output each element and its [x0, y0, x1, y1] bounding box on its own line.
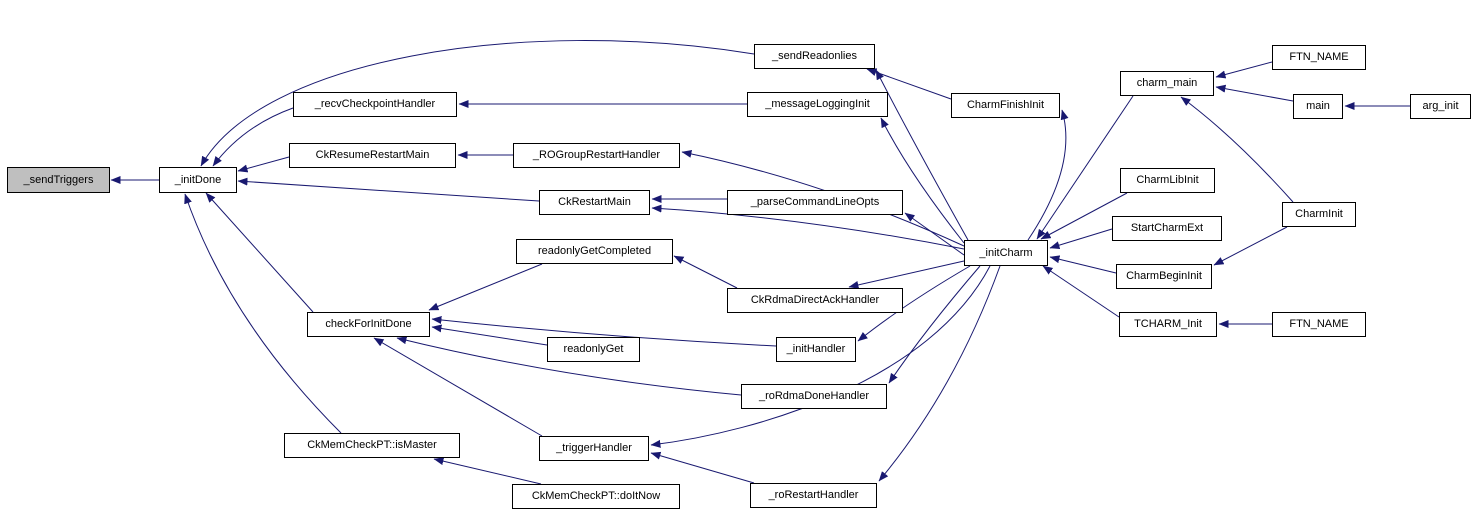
edge-init-charm-to-ro-restart-handler [878, 265, 1001, 482]
node-ftn-name-bottom[interactable]: FTN_NAME [1272, 312, 1366, 337]
edge-check-for-init-done-to-init-done [205, 192, 314, 313]
edge-init-handler-to-check-for-init-done [431, 316, 777, 347]
edge-readonly-get-to-check-for-init-done [431, 324, 548, 346]
node-check-for-init-done[interactable]: checkForInitDone [307, 312, 430, 337]
edge-main-to-charm-main [1215, 84, 1294, 102]
node-readonly-get-completed[interactable]: readonlyGetCompleted [516, 239, 673, 264]
node-message-logging-init[interactable]: _messageLoggingInit [747, 92, 888, 117]
node-ro-rdma-done-handler[interactable]: _roRdmaDoneHandler [741, 384, 887, 409]
edge-ro-rdma-done-handler-to-check-for-init-done [396, 336, 742, 396]
edge-charm-init-to-charm-begin-init [1213, 226, 1288, 266]
edge-charm-init-to-charm-main [1180, 96, 1294, 203]
node-init-charm[interactable]: _initCharm [964, 240, 1048, 266]
node-ck-mem-check-pt-do-it-now[interactable]: CkMemCheckPT::doItNow [512, 484, 680, 509]
node-trigger-handler[interactable]: _triggerHandler [539, 436, 649, 461]
edge-init-charm-to-message-logging-init [880, 117, 965, 244]
edge-ck-mem-check-pt-is-master-to-init-done [184, 193, 342, 434]
node-readonly-get[interactable]: readonlyGet [547, 337, 640, 362]
edge-send-readonlies-to-init-done [200, 40, 755, 167]
edge-ck-resume-restart-main-to-init-done [237, 156, 290, 173]
edge-init-charm-to-ck-rdma-direct-ack-handler [848, 260, 965, 289]
node-charm-finish-init[interactable]: CharmFinishInit [951, 93, 1060, 118]
node-parse-command-line-opts[interactable]: _parseCommandLineOpts [727, 190, 903, 215]
node-send-triggers: _sendTriggers [7, 167, 110, 193]
edge-init-charm-to-ck-restart-main [651, 204, 965, 250]
node-send-readonlies[interactable]: _sendReadonlies [754, 44, 875, 69]
node-ro-group-restart-handler[interactable]: _ROGroupRestartHandler [513, 143, 680, 168]
node-charm-main[interactable]: charm_main [1120, 71, 1214, 96]
node-ck-rdma-direct-ack-handler[interactable]: CkRdmaDirectAckHandler [727, 288, 903, 313]
edge-init-charm-to-ro-group-restart-handler [681, 149, 965, 247]
edge-ck-mem-check-pt-do-it-now-to-ck-mem-check-pt-is-master [433, 457, 542, 485]
edge-readonly-get-completed-to-check-for-init-done [428, 263, 543, 311]
edge-charm-main-to-init-charm [1036, 95, 1134, 240]
node-ck-resume-restart-main[interactable]: CkResumeRestartMain [289, 143, 456, 168]
node-arg-init[interactable]: arg_init [1410, 94, 1471, 119]
node-tcharm-init[interactable]: TCHARM_Init [1119, 312, 1217, 337]
node-ck-restart-main[interactable]: CkRestartMain [539, 190, 650, 215]
node-recv-checkpoint-handler[interactable]: _recvCheckpointHandler [293, 92, 457, 117]
node-init-handler[interactable]: _initHandler [776, 337, 856, 362]
edge-charm-begin-init-to-init-charm [1049, 255, 1117, 274]
node-start-charm-ext[interactable]: StartCharmExt [1112, 216, 1222, 241]
edge-init-charm-to-send-readonlies [875, 69, 969, 241]
edge-charm-finish-init-to-send-readonlies [866, 68, 952, 100]
edge-init-charm-to-init-handler [857, 265, 971, 342]
node-charm-begin-init[interactable]: CharmBeginInit [1116, 264, 1212, 289]
edge-init-charm-to-parse-command-line-opts [904, 212, 965, 256]
node-charm-lib-init[interactable]: CharmLibInit [1120, 168, 1215, 193]
edge-start-charm-ext-to-init-charm [1049, 228, 1113, 250]
edge-recv-checkpoint-handler-to-init-done [212, 107, 294, 167]
edge-charm-lib-init-to-init-charm [1040, 192, 1128, 240]
edge-trigger-handler-to-check-for-init-done [373, 337, 543, 437]
edge-ck-rdma-direct-ack-handler-to-readonly-get-completed [673, 255, 738, 289]
node-ck-mem-check-pt-is-master[interactable]: CkMemCheckPT::isMaster [284, 433, 460, 458]
edge-ftn-name-top-to-charm-main [1215, 61, 1273, 79]
node-main[interactable]: main [1293, 94, 1343, 119]
edge-ck-restart-main-to-init-done [237, 177, 540, 202]
edge-tcharm-init-to-init-charm [1042, 265, 1120, 318]
edge-init-charm-to-charm-finish-init [1027, 109, 1069, 241]
edge-ro-restart-handler-to-trigger-handler [650, 451, 755, 484]
node-ftn-name-top[interactable]: FTN_NAME [1272, 45, 1366, 70]
node-init-done[interactable]: _initDone [159, 167, 237, 193]
node-charm-init[interactable]: CharmInit [1282, 202, 1356, 227]
edge-init-charm-to-ro-rdma-done-handler [888, 265, 981, 384]
node-ro-restart-handler[interactable]: _roRestartHandler [750, 483, 877, 508]
